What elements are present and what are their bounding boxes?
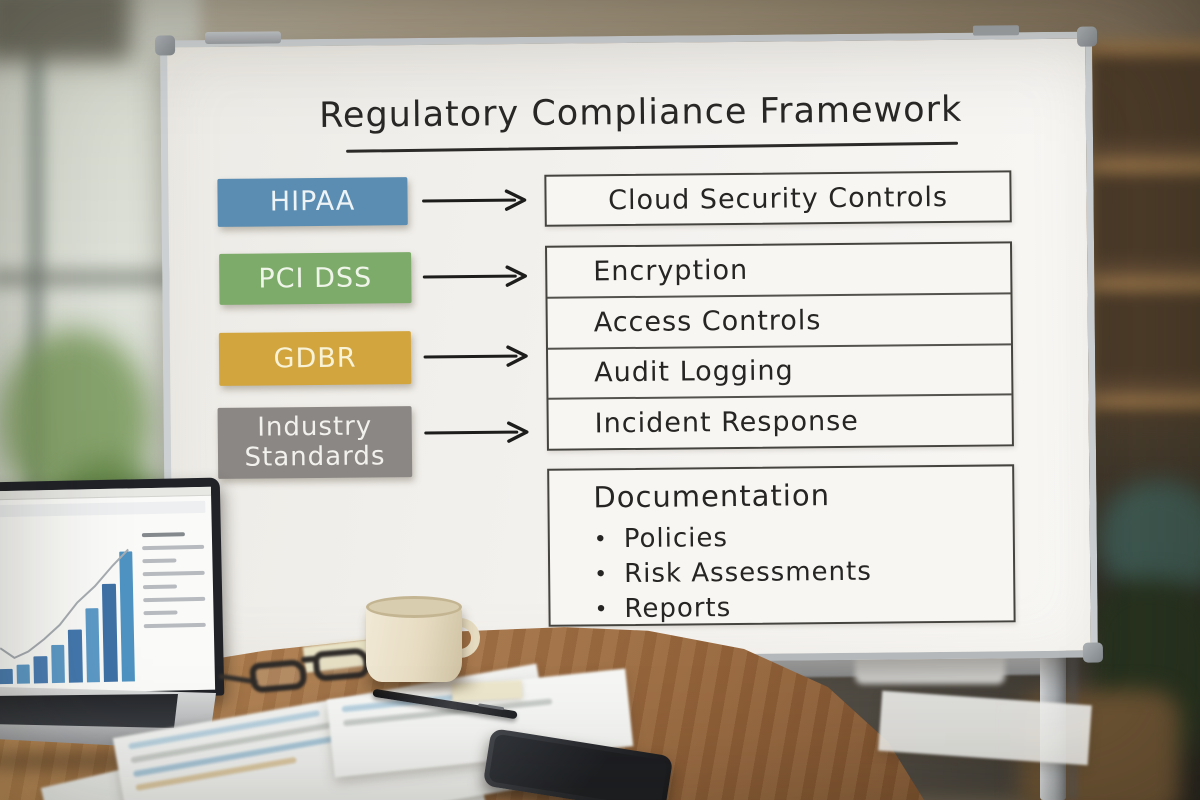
documentation-item-label: Policies	[623, 523, 729, 555]
source-box-industry-standards: Industry Standards	[217, 406, 413, 479]
documentation-heading: Documentation	[593, 478, 831, 515]
screen-text-line	[142, 584, 178, 590]
screen-text-line	[143, 596, 206, 603]
cloud-security-controls-box: Cloud Security Controls	[544, 170, 1012, 227]
screen-text-line	[143, 622, 206, 629]
glasses-lens	[249, 658, 308, 694]
title-underline	[346, 141, 959, 153]
control-row-access-controls: Access Controls	[547, 294, 1011, 350]
mug-rim	[366, 596, 462, 618]
flow-arrow	[423, 345, 528, 367]
window-header-blur	[0, 0, 130, 60]
laptop-dashboard	[0, 486, 216, 695]
screen-text-line	[141, 532, 186, 538]
documentation-item-label: Reports	[624, 593, 732, 625]
frame-corner-cap	[154, 35, 176, 56]
screen-toolbar	[0, 486, 212, 501]
documentation-box: Documentation • Policies • Risk Assessme…	[547, 464, 1016, 627]
source-box-gdbr: GDBR	[218, 331, 412, 386]
frame-corner-cap	[1076, 26, 1098, 47]
coffee-mug	[360, 596, 480, 690]
documentation-item: • Policies	[594, 518, 1013, 557]
screen-text-line	[142, 544, 205, 551]
bullet-icon: •	[594, 597, 609, 623]
screen-text-line	[142, 558, 177, 564]
screen-text-panel	[141, 523, 206, 637]
bullet-icon: •	[593, 527, 608, 553]
window-frame-horizontal	[0, 268, 200, 288]
source-box-pci-dss: PCI DSS	[219, 252, 412, 305]
control-row-encryption: Encryption	[547, 243, 1011, 299]
glasses-lens	[312, 647, 371, 682]
control-row-audit-logging: Audit Logging	[547, 344, 1012, 401]
screen-text-line	[143, 610, 178, 616]
documentation-item-label: Risk Assessments	[624, 556, 872, 590]
screen-trend-line	[0, 548, 129, 659]
diagram-title: Regulatory Compliance Framework	[318, 89, 963, 136]
laptop-keyboard	[0, 694, 178, 728]
controls-list-box: Encryption Access Controls Audit Logging…	[545, 241, 1014, 451]
board-eraser	[204, 31, 282, 45]
bullet-icon: •	[594, 562, 609, 588]
screen-subheader	[0, 500, 206, 518]
flow-arrow	[422, 265, 527, 287]
frame-corner-cap	[1082, 642, 1104, 663]
documentation-item: • Reports	[594, 588, 1013, 627]
flow-arrow	[424, 421, 529, 443]
control-row-incident-response: Incident Response	[594, 405, 859, 440]
documentation-item: • Risk Assessments	[594, 553, 1013, 592]
whiteboard: Regulatory Compliance Framework HIPAA PC…	[154, 25, 1104, 672]
laptop-screen	[0, 477, 225, 701]
flow-arrow	[422, 189, 527, 211]
mug-handle	[454, 618, 480, 658]
screen-text-line	[142, 570, 205, 577]
board-clip	[972, 25, 1020, 36]
source-box-hipaa: HIPAA	[217, 177, 408, 227]
